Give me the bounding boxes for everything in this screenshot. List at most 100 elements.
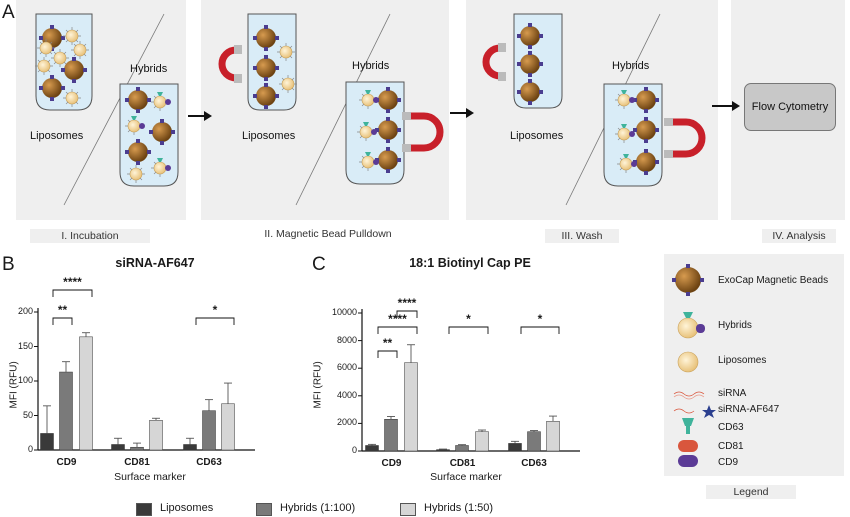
legend-label-beads: ExoCap Magnetic Beads xyxy=(718,275,829,286)
tube-liposomes-3 xyxy=(513,13,563,109)
chart-c-bar xyxy=(384,419,398,452)
chart-c-xlabel: Surface marker xyxy=(430,471,502,483)
legend-title: Legend xyxy=(706,485,796,499)
chart-c-significance-bracket xyxy=(377,350,398,358)
chart-b-ytick-label: 0 xyxy=(27,444,33,454)
chart-c-bar xyxy=(365,445,379,452)
legend-swatch-hybrids-50 xyxy=(400,503,416,516)
legend-label-liposomes: Liposomes xyxy=(718,355,767,366)
chart-b-ytick-label: 150 xyxy=(17,340,33,351)
panel-label-b: B xyxy=(2,254,15,275)
chart-c-title: 18:1 Biotinyl Cap PE xyxy=(409,256,531,270)
chart-c-category-label: CD9 xyxy=(381,458,402,469)
pulldown-panel xyxy=(201,0,449,220)
chart-b-ytick-label: 100 xyxy=(17,375,33,385)
chart-c-significance-label: * xyxy=(466,312,471,326)
hybrids-label-3: Hybrids xyxy=(612,60,650,72)
chart-c-significance-label: **** xyxy=(388,312,407,326)
step-incubation: I. Incubation xyxy=(30,229,150,243)
chart-c-significance-label: * xyxy=(537,312,543,326)
chart-b-xlabel: Surface marker xyxy=(114,471,186,483)
chart-c-ytick-label: 4000 xyxy=(336,389,357,400)
chart-b-significance-bracket xyxy=(52,317,73,325)
legend-entry-liposomes: Liposomes xyxy=(160,502,214,514)
step-wash: III. Wash xyxy=(545,229,619,243)
liposomes-label-2: Liposomes xyxy=(242,130,296,142)
chart-c-ytick-label: 6000 xyxy=(336,362,357,373)
chart-b-category-label: CD9 xyxy=(56,457,77,468)
step-analysis: IV. Analysis xyxy=(762,229,836,243)
liposomes-label-3: Liposomes xyxy=(510,130,564,142)
legend-label-cd9: CD9 xyxy=(718,457,739,468)
legend-label-cd63: CD63 xyxy=(718,422,744,433)
legend-label-hybrids: Hybrids xyxy=(718,320,752,331)
chart-b-ytick-label: 50 xyxy=(22,409,33,420)
chart-b-ytick-label: 200 xyxy=(17,306,33,316)
chart-c-bar xyxy=(508,443,522,452)
tube-liposomes-1 xyxy=(34,13,93,111)
hybrids-label-2: Hybrids xyxy=(352,60,390,72)
hybrids-label-1: Hybrids xyxy=(130,63,168,75)
panel-label-c: C xyxy=(312,254,326,275)
flow-cytometry-box: Flow Cytometry xyxy=(744,83,836,131)
chart-c-ytick-label: 2000 xyxy=(336,417,357,428)
chart-c-significance-bracket xyxy=(396,310,418,318)
chart-c-significance-bracket xyxy=(448,326,489,334)
liposome-icon xyxy=(677,351,699,373)
chart-b-category-label: CD63 xyxy=(196,457,222,468)
chart-c-bar xyxy=(455,445,469,452)
chart-b-bar xyxy=(202,410,216,451)
chart-c-significance-label: **** xyxy=(397,296,417,310)
chart-c-significance-bracket xyxy=(377,326,418,334)
chart-c-bar xyxy=(475,431,489,452)
chart-b-title: siRNA-AF647 xyxy=(115,256,195,270)
chart-c-ytick-label: 8000 xyxy=(336,334,357,345)
chart-b-bar xyxy=(130,446,144,451)
chart-c-significance-label: ** xyxy=(382,336,393,350)
wash-panel xyxy=(466,0,718,220)
chart-c-significance-bracket xyxy=(520,326,560,334)
step-pulldown: II. Magnetic Bead Pulldown xyxy=(248,227,408,241)
legend-label-sirna: siRNA xyxy=(718,388,747,399)
chart-b-bar xyxy=(59,371,73,451)
chart-c-ytick-label: 10000 xyxy=(331,307,357,317)
chart-c-bar xyxy=(546,421,560,452)
tube-hybrids-3 xyxy=(603,83,663,187)
hybrid-icon xyxy=(677,312,705,339)
chart-c-category-label: CD81 xyxy=(449,458,476,469)
chart-b-significance-label: **** xyxy=(63,275,82,289)
chart-c-bar xyxy=(527,431,541,452)
chart-b-significance-bracket xyxy=(52,289,93,297)
liposomes-label-1: Liposomes xyxy=(30,130,84,142)
chart-c-ytick-label: 0 xyxy=(351,445,357,455)
legend-label-sirna-af647: siRNA-AF647 xyxy=(718,404,780,415)
chart-b-bar xyxy=(183,444,197,451)
tube-hybrids-2 xyxy=(345,81,405,185)
chart-b-bar xyxy=(221,403,235,451)
chart-c-category-label: CD63 xyxy=(521,458,547,469)
legend-swatch-hybrids-100 xyxy=(256,503,272,516)
cd63-icon xyxy=(682,418,694,434)
chart-b-bar xyxy=(79,336,93,451)
cd9-icon xyxy=(678,455,698,467)
chart-b-bar xyxy=(149,420,163,451)
chart-b-category-label: CD81 xyxy=(124,457,150,468)
chart-c-bar xyxy=(436,449,450,452)
sirna-af647-icon xyxy=(673,405,716,418)
chart-b-significance-bracket xyxy=(195,317,235,325)
chart-b-significance-label: * xyxy=(212,303,218,317)
legend-icons xyxy=(672,264,716,467)
tube-liposomes-2 xyxy=(247,13,298,111)
legend-label-cd81: CD81 xyxy=(718,441,744,452)
workflow-illustration xyxy=(34,13,740,206)
legend-swatch-liposomes xyxy=(136,503,152,516)
chart-b-bar xyxy=(40,433,54,451)
panel-label-a: A xyxy=(2,2,15,23)
chart-b-significance-label: ** xyxy=(57,303,68,317)
tube-hybrids-1 xyxy=(119,83,179,187)
cd81-icon xyxy=(678,440,698,452)
sirna-icon xyxy=(673,391,705,400)
chart-c-bar xyxy=(404,362,418,452)
